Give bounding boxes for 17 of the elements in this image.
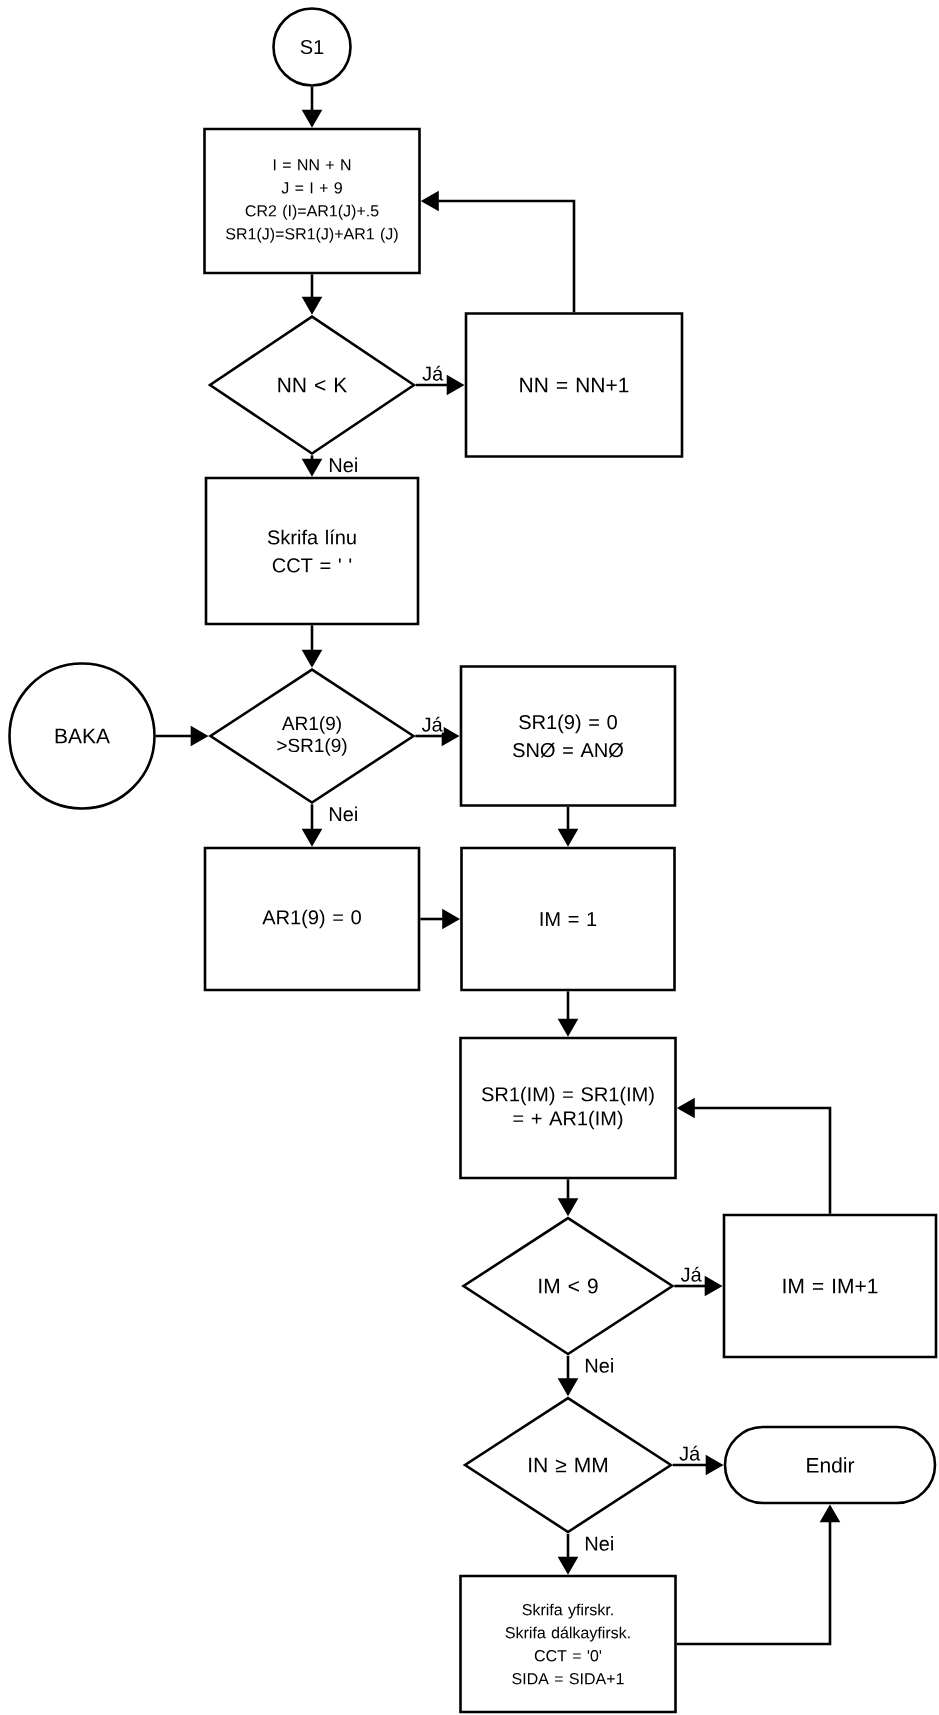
process-box: SR1(9) = 0 SNØ = ANØ [459, 665, 677, 807]
edge-label: Nei [583, 1535, 616, 1552]
process-box: NN = NN+1 [464, 312, 684, 458]
process-box: Skrifa línu CCT = ' ' [204, 476, 420, 626]
process-box: AR1(9) = 0 [203, 846, 421, 992]
edge-label: Nei [327, 805, 360, 823]
process-box: I = NN + N J = I + 9 CR2 (I)=AR1(J)+.5 SR1(J)=SR1(J)+AR1 (J) [203, 127, 421, 275]
edge-label: Já [679, 1265, 703, 1283]
edge-label: Já [420, 715, 444, 733]
edge-label: Nei [583, 1357, 616, 1374]
process-box: SR1(IM) = SR1(IM) = + AR1(IM) [459, 1036, 677, 1180]
edge-label: Nei [327, 456, 360, 474]
process-box: Skrifa yfirskr. Skrifa dálkayfirsk. CCT = '0' SIDA = SIDA+1 [459, 1574, 677, 1714]
process-box: IM = IM+1 [722, 1213, 938, 1359]
edge-label: Já [421, 364, 445, 382]
edge-label: Já [678, 1444, 702, 1462]
process-box: IM = 1 [460, 846, 676, 992]
